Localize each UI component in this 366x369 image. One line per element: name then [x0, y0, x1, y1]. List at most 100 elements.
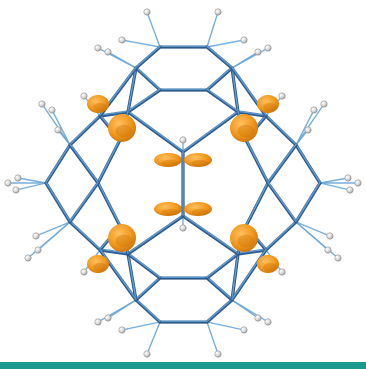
cc-bond-highlight	[127, 88, 161, 112]
electron-density-lobe-icon	[87, 95, 109, 113]
ch-bond	[107, 299, 137, 319]
ch-bond	[319, 177, 349, 184]
cc-bond-highlight	[182, 110, 239, 152]
electron-density-lobe-shade	[93, 262, 107, 272]
cc-bond	[236, 110, 268, 118]
cc-bond-highlight	[206, 45, 233, 68]
hydrogen-atom-icon	[179, 136, 187, 144]
cc-bond-highlight	[97, 181, 121, 226]
hydrogen-atom-icon	[278, 268, 286, 276]
hydrogen-atom-icon	[354, 179, 362, 187]
ch-bond	[37, 221, 71, 251]
ch-bond	[51, 109, 71, 146]
hydrogen-atom-icon	[304, 126, 312, 134]
electron-density-lobe-icon	[87, 255, 109, 273]
hydrogen-atom-icon	[240, 326, 248, 334]
hydrogen-atom-icon	[179, 224, 187, 232]
cc-bond-highlight	[182, 214, 239, 254]
cc-bond-highlight	[206, 298, 233, 322]
hydrogen-atom-icon	[24, 254, 32, 262]
hydrogen-atom-icon	[104, 314, 112, 322]
cc-bond-highlight	[135, 66, 161, 90]
electron-density-lobe-icon	[230, 114, 258, 142]
hydrogen-atom-icon	[54, 126, 62, 134]
cc-bond-highlight	[135, 45, 161, 68]
hydrogen-atom-icon	[334, 254, 342, 262]
cc-bond-highlight	[97, 138, 121, 183]
ch-bond	[206, 321, 245, 331]
isosurface-lobes	[87, 95, 279, 273]
hydrogen-atom-icon	[14, 174, 22, 182]
electron-density-lobe-shade	[115, 234, 133, 248]
cc-bond-highlight	[206, 252, 239, 278]
hydrogen-atom-icon	[118, 36, 126, 44]
cc-bond-highlight	[69, 181, 99, 222]
cc-bond-highlight	[135, 276, 161, 300]
cc-bond-highlight	[69, 114, 101, 145]
hydrogen-atoms	[4, 8, 362, 358]
cc-bond-highlight	[237, 248, 267, 254]
ch-bond	[146, 11, 161, 48]
cc-bond-highlight	[127, 110, 184, 152]
electron-density-lobe-shade	[263, 102, 277, 112]
bottom-rule	[0, 362, 366, 369]
cc-bond-highlight	[69, 143, 99, 183]
cc-bond-highlight	[267, 143, 297, 183]
hydrogen-atom-icon	[214, 8, 222, 16]
cc-bond-highlight	[69, 220, 101, 250]
cc-bond-highlight	[99, 110, 129, 116]
cc-bond-highlight	[135, 298, 161, 322]
cc-bond-highlight	[127, 252, 137, 300]
ch-bond	[231, 51, 259, 69]
hydrogen-atom-icon	[264, 44, 272, 52]
electron-density-lobe-icon	[257, 255, 279, 273]
hydrogen-atom-icon	[4, 179, 12, 187]
hydrogen-atom-icon	[38, 100, 46, 108]
cc-bond-highlight	[127, 252, 161, 278]
cc-bond	[236, 248, 268, 256]
ch-bond	[319, 182, 351, 191]
electron-density-lobe-icon	[154, 202, 182, 216]
hydrogen-atom-icon	[143, 8, 151, 16]
cc-bond-highlight	[295, 181, 321, 222]
cc-bond-highlight	[265, 114, 297, 145]
ch-bond	[206, 39, 245, 48]
electron-density-lobe-icon	[154, 153, 182, 167]
cc-bond-highlight	[206, 276, 233, 300]
hydrogen-atom-icon	[278, 92, 286, 100]
electron-density-lobe-shade	[237, 234, 255, 248]
hydrogen-atom-icon	[214, 350, 222, 358]
electron-density-lobe-shade	[115, 124, 133, 138]
electron-density-lobe-shade	[161, 159, 179, 167]
electron-density-lobe-icon	[257, 95, 279, 113]
electron-density-lobe-icon	[184, 153, 212, 167]
electron-density-lobe-shade	[263, 262, 277, 272]
electron-density-lobe-shade	[237, 124, 255, 138]
hydrogen-atom-icon	[12, 186, 20, 194]
ch-bond	[17, 177, 47, 184]
ch-bond	[295, 221, 329, 251]
cc-bond-highlight	[99, 248, 129, 254]
cc-bond	[98, 110, 130, 118]
carbon-hydrogen-bonds	[8, 11, 358, 355]
cc-bond-highlight	[267, 181, 297, 222]
ch-bond	[121, 321, 161, 331]
ch-bond	[146, 321, 161, 355]
hydrogen-atom-icon	[94, 318, 102, 326]
hydrogen-atom-icon	[34, 246, 42, 254]
cc-bond-highlight	[231, 252, 239, 300]
cc-bond	[98, 248, 130, 256]
ch-bond	[15, 182, 47, 191]
hydrogen-atom-icon	[254, 314, 262, 322]
cc-bond-highlight	[45, 181, 71, 222]
cc-bond-highlight	[99, 248, 137, 300]
hydrogen-atom-icon	[326, 232, 334, 240]
electron-density-lobe-shade	[191, 208, 209, 216]
cc-bond-highlight	[127, 66, 137, 112]
ch-bond	[107, 51, 137, 69]
hydrogen-atom-icon	[118, 326, 126, 334]
hydrogen-atom-icon	[240, 36, 248, 44]
cc-bond-highlight	[127, 214, 184, 254]
